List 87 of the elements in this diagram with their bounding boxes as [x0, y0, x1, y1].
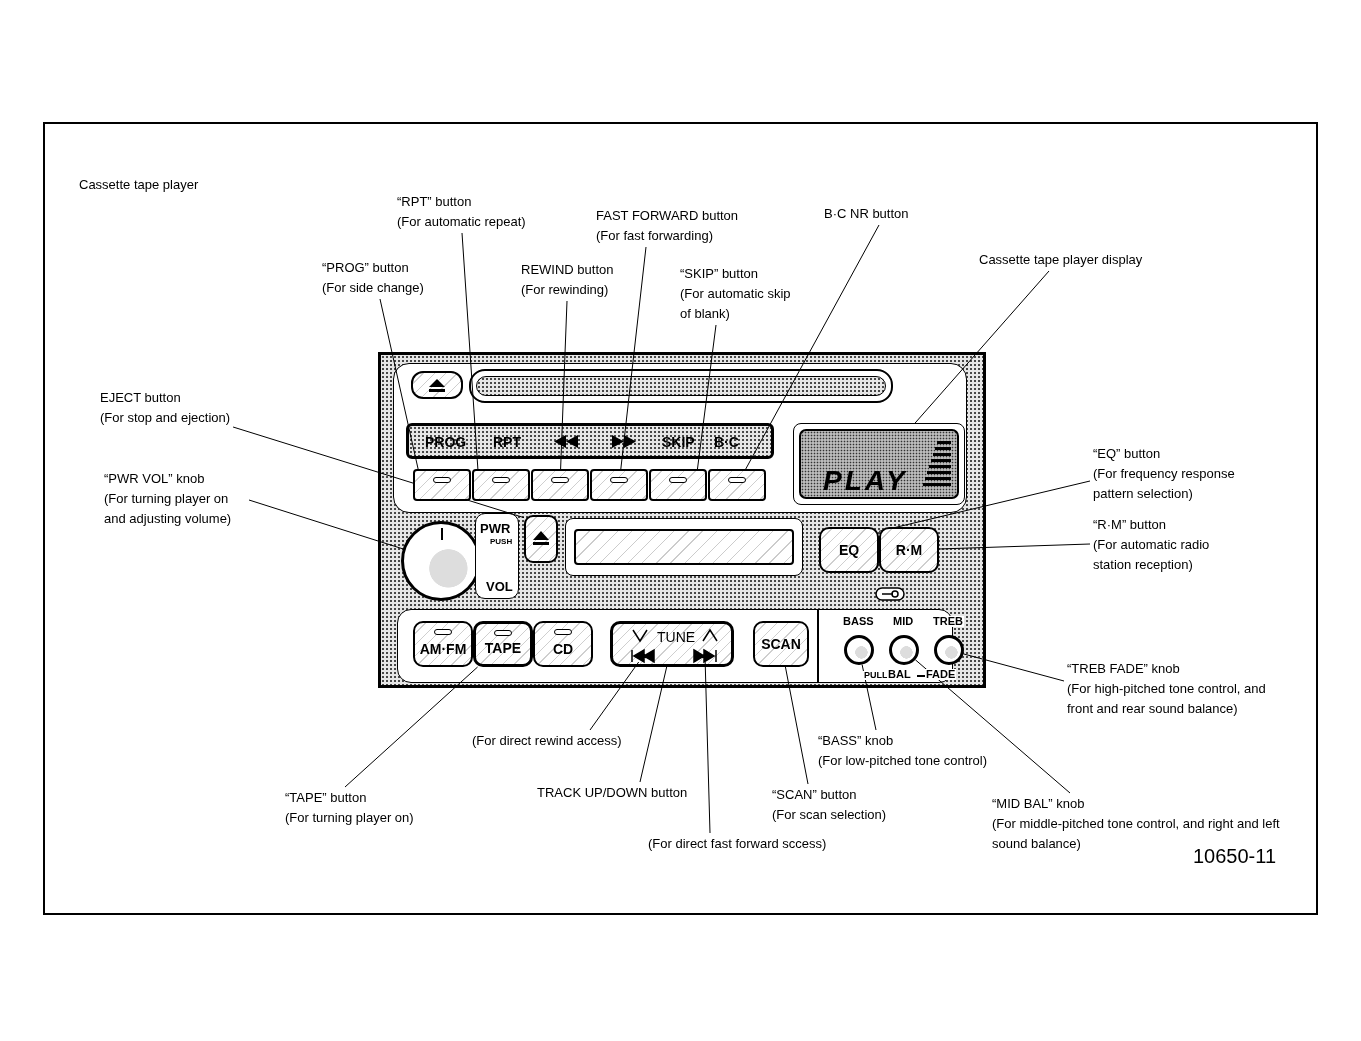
preset-button — [413, 469, 471, 501]
function-button: CD — [533, 621, 593, 667]
callout-heading: “SCAN” button — [772, 786, 857, 804]
skip-forward-icon — [693, 650, 717, 662]
knob-label: BAL — [887, 669, 912, 680]
preset-button — [590, 469, 648, 501]
knob-label: MID — [892, 616, 915, 627]
callout-heading: (For direct fast forward sccess) — [648, 835, 827, 853]
callout-heading: REWIND button — [521, 261, 614, 279]
display-readout: PLAY — [823, 467, 908, 495]
diagram-title: Cassette tape player — [79, 177, 199, 192]
callout-description: (For automatic radio station reception) — [1093, 536, 1211, 574]
knob-label: VOL — [486, 580, 513, 593]
callout-heading: “EQ” button — [1093, 445, 1161, 463]
callout-heading: FAST FORWARD button — [596, 207, 739, 225]
preset-button — [708, 469, 766, 501]
leader-line — [620, 246, 647, 470]
callout-description: (For low-pitched tone control) — [818, 752, 988, 770]
callout-description: (For fast forwarding) — [596, 227, 714, 245]
knob-label: BASS — [842, 616, 875, 627]
callout-description: (For scan selection) — [772, 806, 887, 824]
leader-line — [914, 270, 1050, 424]
leader-line — [914, 659, 1071, 794]
preset-button — [472, 469, 530, 501]
leader-line — [589, 661, 640, 731]
function-button: AM·FM — [413, 621, 473, 667]
callout-heading: “RPT” button — [397, 193, 472, 211]
callout-heading: Cassette tape player display — [979, 251, 1143, 269]
callout-description: (For rewinding) — [521, 281, 609, 299]
callout-heading: “SKIP” button — [680, 265, 759, 283]
tone-knob — [934, 635, 964, 665]
leader-line — [248, 499, 404, 550]
leader-line — [784, 666, 809, 785]
cassette-door — [565, 518, 803, 576]
leader-line — [461, 232, 479, 470]
callout-description: (For turning player on) — [285, 809, 414, 827]
knob-label: PULL — [863, 671, 889, 680]
knob-label: TREB — [932, 616, 964, 627]
button-label: RPT — [493, 435, 521, 449]
callout-description: (For turning player on and adjusting volume) — [104, 490, 233, 528]
leader-line — [560, 300, 568, 470]
cassette-eject-button — [524, 515, 558, 563]
button-label: PROG — [425, 435, 467, 449]
disc-slot — [469, 369, 893, 403]
callout-description: (For automatic repeat) — [397, 213, 526, 231]
tone-button: EQ — [819, 527, 879, 573]
preset-button — [531, 469, 589, 501]
callout-description: (For side change) — [322, 279, 424, 297]
leader-line — [861, 664, 877, 731]
disc-eject-button — [411, 371, 463, 399]
callout-description: (For frequency response pattern selection) — [1093, 465, 1236, 503]
function-button: SCAN — [753, 621, 809, 667]
radio-faceplate — [378, 352, 986, 688]
callout-heading: “TREB FADE” knob — [1067, 660, 1180, 678]
knob-label: PWR — [480, 522, 511, 535]
preset-button — [649, 469, 707, 501]
knob-label: FADE — [925, 669, 957, 680]
callout-description: (For automatic skip of blank) — [680, 285, 792, 323]
leader-line — [938, 543, 1091, 550]
function-button: TAPE — [473, 621, 533, 667]
button-label: B·C — [714, 435, 739, 449]
callout-heading: (For direct rewind access) — [472, 732, 622, 750]
leader-line — [704, 661, 711, 834]
leader-line — [379, 298, 419, 470]
leader-line — [963, 653, 1065, 682]
label-strip — [406, 423, 774, 459]
callout-heading: B·C NR button — [824, 205, 909, 223]
callout-heading: EJECT button — [100, 389, 181, 407]
button-label: TUNE — [657, 630, 696, 644]
callout-heading: “TAPE” button — [285, 789, 367, 807]
tune-rocker-button — [610, 621, 734, 667]
knob-label-panel — [475, 513, 519, 599]
callout-heading: “BASS” knob — [818, 732, 894, 750]
figure-number: 10650-11 — [1193, 845, 1277, 868]
callout-heading: TRACK UP/DOWN button — [537, 784, 688, 802]
button-label: SKIP — [662, 435, 695, 449]
callout-heading: “PWR VOL” knob — [104, 470, 205, 488]
leader-line — [639, 666, 668, 783]
callout-heading: “MID BAL” knob — [992, 795, 1085, 813]
tone-button: R·M — [879, 527, 939, 573]
callout-heading: “R·M” button — [1093, 516, 1166, 534]
knob-label: PUSH — [490, 538, 513, 546]
display-panel — [793, 423, 965, 505]
callout-description: (For stop and ejection) — [100, 409, 231, 427]
callout-heading: “PROG” button — [322, 259, 409, 277]
skip-back-icon — [631, 650, 655, 662]
callout-description: (For high-pitched tone control, and front and rear sound balance) — [1067, 680, 1267, 718]
